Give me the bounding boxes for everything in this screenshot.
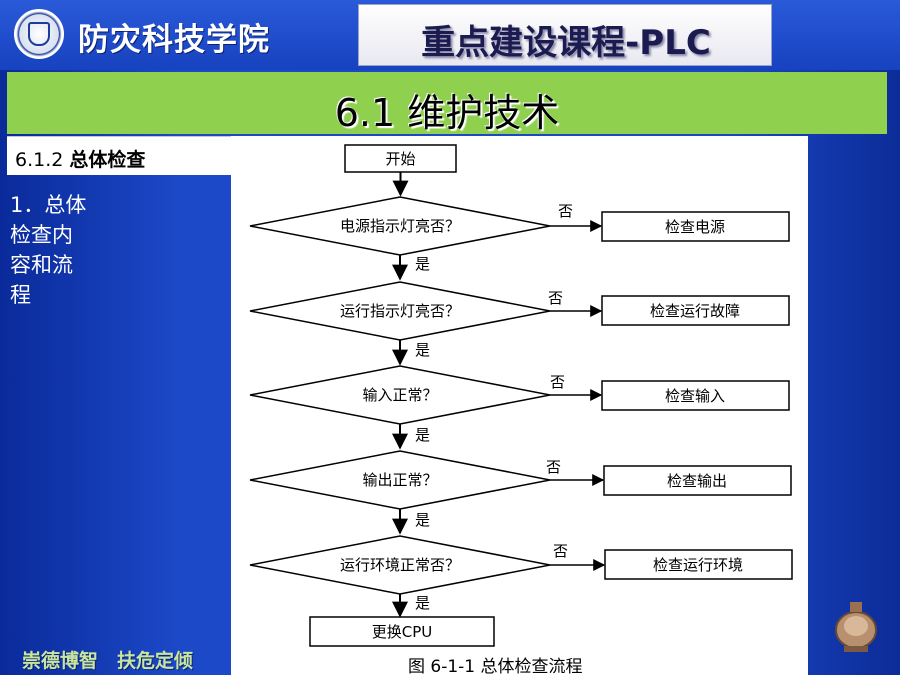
action-label: 检查运行故障 <box>650 302 740 320</box>
yes-label: 是 <box>415 511 430 529</box>
slide-title: 6.1 维护技术 <box>334 91 560 135</box>
no-label: 否 <box>550 373 565 391</box>
decision-question: 运行环境正常否？ <box>340 556 460 574</box>
side-line: 程 <box>10 283 31 307</box>
flowchart-panel: 开始 电源指示灯亮否？ 否 检查电源 是 运行指示灯亮否？ 否 检查运行故障 是… <box>231 136 808 675</box>
school-logo-icon <box>14 9 64 59</box>
side-line: 1．总体 <box>10 193 87 217</box>
no-label: 否 <box>546 458 561 476</box>
action-box <box>604 549 793 580</box>
header-bar: 防灾科技学院 重点建设课程-PLC <box>0 0 900 70</box>
course-title-box: 重点建设课程-PLC <box>358 4 772 66</box>
action-box <box>601 211 790 242</box>
yes-label: 是 <box>415 426 430 444</box>
lamp-decoration-icon <box>835 602 877 652</box>
decision-question: 输入正常？ <box>362 386 437 404</box>
side-text: 1．总体 检查内 容和流 程 <box>10 190 120 310</box>
action-label: 检查输入 <box>665 387 725 405</box>
action-label: 检查输出 <box>667 472 727 490</box>
action-label: 检查运行环境 <box>653 556 743 574</box>
school-name: 防灾科技学院 <box>78 22 270 58</box>
course-title: 重点建设课程-PLC <box>421 23 711 63</box>
flowchart: 开始 电源指示灯亮否？ 否 检查电源 是 运行指示灯亮否？ 否 检查运行故障 是… <box>249 144 793 675</box>
no-label: 否 <box>558 202 573 220</box>
end-box <box>309 616 495 647</box>
no-label: 否 <box>553 542 568 560</box>
no-label: 否 <box>548 289 563 307</box>
subsection-title: 总体检查 <box>69 149 146 171</box>
side-line: 容和流 <box>10 253 73 277</box>
yes-label: 是 <box>415 594 430 612</box>
action-label: 检查电源 <box>665 218 725 236</box>
decision-question: 输出正常？ <box>362 471 437 489</box>
decision-question: 运行指示灯亮否？ <box>340 302 460 320</box>
start-label: 开始 <box>385 150 415 168</box>
end-label: 更换CPU <box>372 623 433 641</box>
action-box <box>601 380 790 411</box>
subsection-heading: 6.1.2 总体检查 <box>15 145 145 172</box>
subsection-number: 6.1.2 <box>15 149 64 171</box>
school-motto: 崇德博智 扶危定倾 <box>22 650 194 672</box>
yes-label: 是 <box>415 255 430 273</box>
yes-label: 是 <box>415 341 430 359</box>
action-box <box>603 465 792 496</box>
title-bar: 6.1 维护技术 <box>7 72 887 135</box>
subsection-box: 6.1.2 总体检查 <box>7 136 244 175</box>
decision-question: 电源指示灯亮否？ <box>340 217 460 235</box>
side-line: 检查内 <box>10 223 73 247</box>
figure-caption: 图 6-1-1 总体检查流程 <box>408 657 583 675</box>
action-box <box>601 295 790 326</box>
